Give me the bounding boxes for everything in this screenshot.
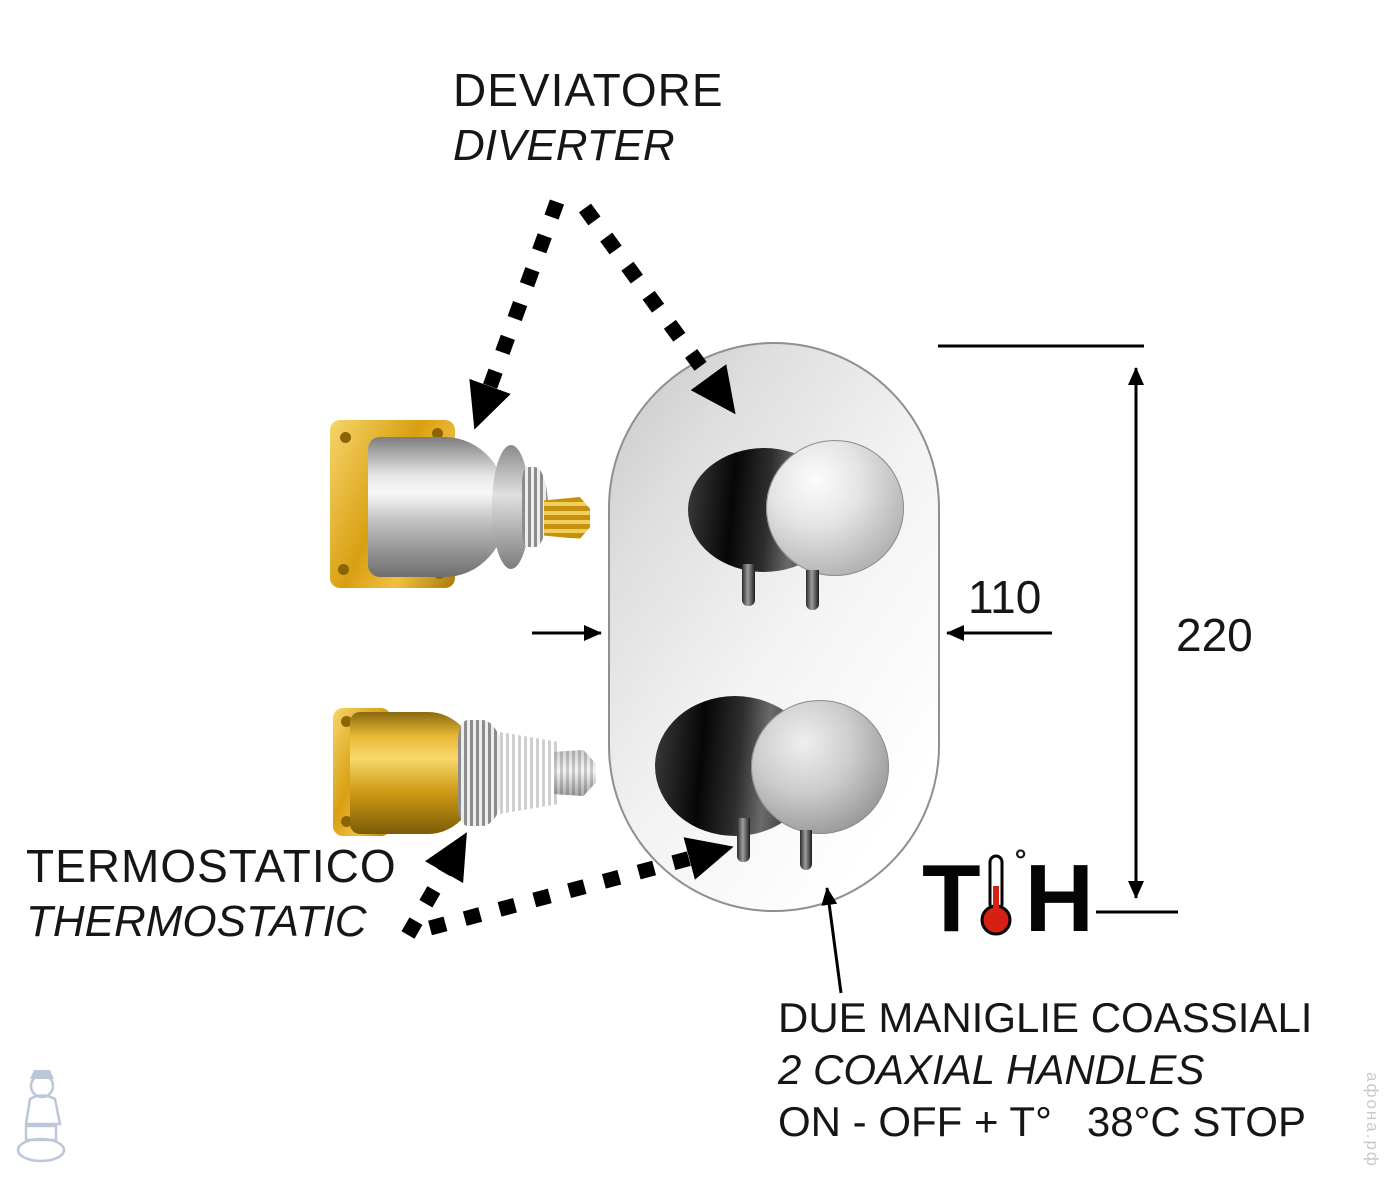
diverter-cartridge-stem — [544, 497, 590, 539]
diverter-handle-pin-right — [806, 570, 819, 610]
site-watermark: афона.рф — [1363, 1072, 1382, 1168]
thermostatic-label-block: TERMOSTATICO THERMOSTATIC — [26, 838, 397, 950]
thermometer-icon — [980, 854, 1012, 936]
flange-hole — [341, 816, 352, 827]
handles-caption-line3: ON - OFF + T° 38°C STOP — [778, 1098, 1306, 1145]
dashed-arrow-diverter-to-cartridge — [469, 199, 565, 430]
diverter-cartridge — [330, 415, 590, 600]
thermostatic-handle-pin-left — [737, 818, 750, 862]
thermostatic-cartridge-ribs — [458, 720, 506, 826]
dimension-height-value: 220 — [1176, 609, 1253, 661]
caption-pointer-arrow — [821, 887, 843, 994]
thermostatic-cartridge-cone — [500, 732, 558, 814]
logo-letter-t: T — [922, 845, 981, 952]
brand-logo: T ° H — [922, 844, 1094, 952]
handles-caption-line1: DUE MANIGLIE COASSIALI — [778, 994, 1313, 1041]
thermostatic-label-it: TERMOSTATICO — [26, 840, 397, 892]
diverter-label-block: DEVIATORE DIVERTER — [453, 62, 724, 174]
thermostatic-cartridge — [330, 700, 600, 845]
thermostatic-handle — [655, 688, 895, 883]
diverter-label-en: DIVERTER — [453, 121, 675, 170]
thermostatic-handle-pin-right — [800, 830, 812, 870]
thermostatic-handle-face — [751, 700, 889, 834]
diverter-handle — [686, 438, 906, 618]
logo-letter-h: H — [1024, 845, 1094, 952]
dashed-arrow-diverter-to-handle — [578, 203, 736, 415]
flange-hole — [341, 716, 352, 727]
diverter-handle-pin-left — [742, 564, 755, 606]
thermostatic-cartridge-tip — [554, 750, 596, 796]
handles-caption-block: DUE MANIGLIE COASSIALI 2 COAXIAL HANDLES… — [778, 992, 1312, 1148]
flange-hole — [340, 432, 351, 443]
handles-caption-line2: 2 COAXIAL HANDLES — [778, 1046, 1205, 1093]
diverter-handle-face — [766, 440, 904, 576]
flange-hole — [338, 564, 349, 575]
logo-degree-mark: ° — [1014, 844, 1027, 877]
flange-hole — [432, 428, 443, 439]
diverter-cartridge-ribs — [522, 467, 548, 547]
thermostatic-label-en: THERMOSTATIC — [26, 897, 367, 946]
diverter-cartridge-body — [368, 437, 508, 577]
plumber-watermark-icon — [16, 1070, 66, 1163]
dimension-width-value: 110 — [968, 571, 1042, 623]
dashed-arrow-thermostatic-to-cartridge — [401, 832, 467, 939]
diverter-label-it: DEVIATORE — [453, 64, 724, 116]
